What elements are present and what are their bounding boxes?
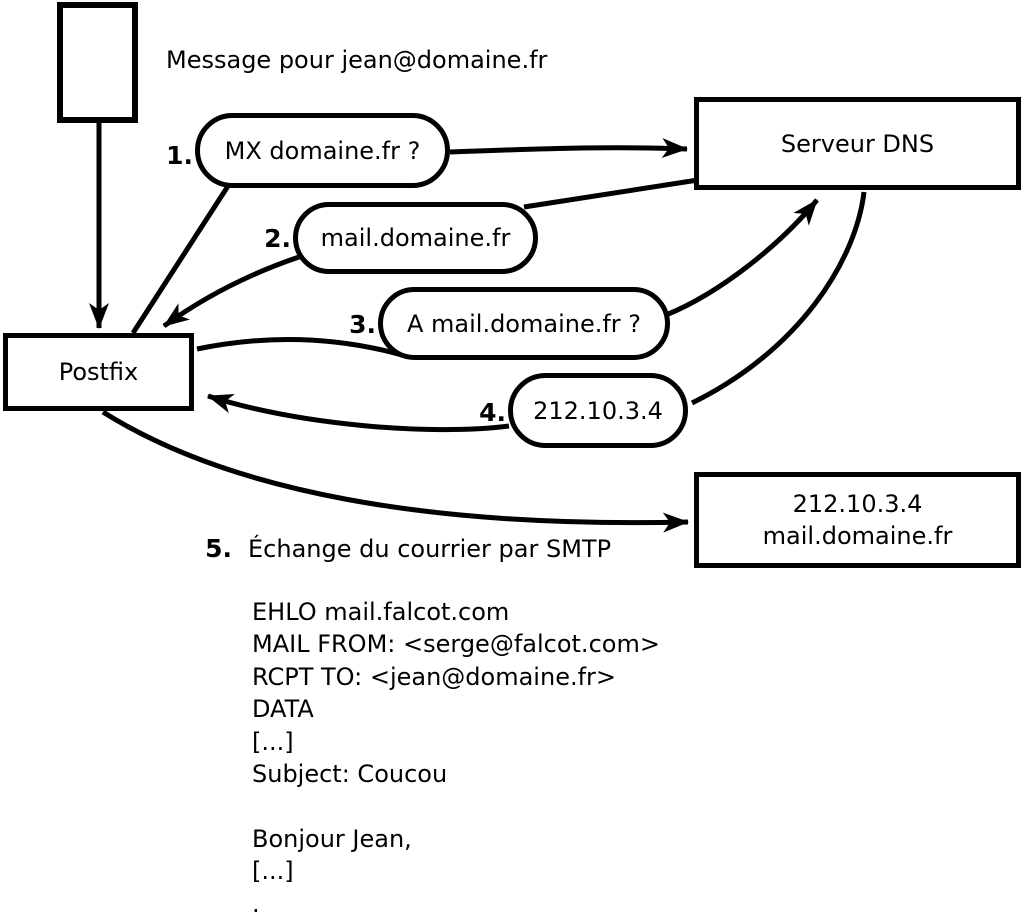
step-number-3: 3.	[349, 310, 376, 339]
line-postfix-to-query1	[130, 184, 231, 335]
postfix-box: Postfix	[3, 333, 194, 411]
smtp-session-text: EHLO mail.falcot.com MAIL FROM: <serge@f…	[252, 596, 660, 919]
smtp-line-ellipsis2: [...]	[252, 857, 294, 886]
step-number-5: 5.	[205, 534, 232, 563]
dns-server-label: Serveur DNS	[780, 129, 935, 158]
step-number-1: 1.	[166, 141, 193, 170]
mail-server-ip: 212.10.3.4	[792, 490, 923, 518]
line-dns-to-reply2	[523, 177, 699, 210]
smtp-exchange-label: Échange du courrier par SMTP	[248, 535, 612, 563]
smtp-line-subject: Subject: Coucou	[252, 759, 448, 788]
line-postfix-to-query3	[196, 337, 403, 358]
smtp-line-rcpt-to: RCPT TO: <jean@domaine.fr>	[252, 662, 617, 691]
reply-pill-mailhost: mail.domaine.fr	[293, 202, 538, 274]
query-pill-a-record: A mail.domaine.fr ?	[378, 287, 670, 360]
smtp-line-end-dot: .	[252, 889, 260, 918]
query-pill-mx: MX domaine.fr ?	[195, 113, 450, 188]
query-pill-a-record-label: A mail.domaine.fr ?	[406, 309, 642, 338]
arrow-query1-to-dns	[449, 138, 688, 159]
dns-server-box: Serveur DNS	[694, 97, 1021, 190]
smtp-line-ehlo: EHLO mail.falcot.com	[252, 598, 510, 626]
message-source-box	[57, 2, 138, 123]
line-dns-to-reply4	[690, 191, 867, 406]
arrow-postfix-to-mailserver	[101, 409, 689, 533]
step-number-2: 2.	[264, 224, 291, 253]
query-pill-mx-label: MX domaine.fr ?	[224, 136, 421, 165]
mail-server-hostname: mail.domaine.fr	[762, 522, 953, 550]
reply-pill-ip: 212.10.3.4	[508, 373, 688, 448]
reply-pill-ip-label: 212.10.3.4	[533, 396, 663, 425]
arrow-reply4-to-postfix	[207, 393, 510, 433]
arrow-reply2-to-postfix	[162, 254, 300, 329]
message-label: Message pour jean@domaine.fr	[166, 46, 548, 74]
smtp-line-ellipsis1: [...]	[252, 727, 294, 756]
step-number-4: 4.	[479, 398, 506, 427]
smtp-line-blank	[252, 790, 660, 822]
smtp-line-mail-from: MAIL FROM: <serge@falcot.com>	[252, 630, 660, 659]
mail-server-box: 212.10.3.4 mail.domaine.fr	[694, 472, 1021, 568]
smtp-line-data: DATA	[252, 695, 314, 724]
reply-pill-mailhost-label: mail.domaine.fr	[320, 224, 511, 252]
arrow-query3-to-dns	[665, 198, 819, 318]
postfix-label: Postfix	[58, 358, 139, 386]
smtp-line-greeting: Bonjour Jean,	[252, 824, 412, 853]
